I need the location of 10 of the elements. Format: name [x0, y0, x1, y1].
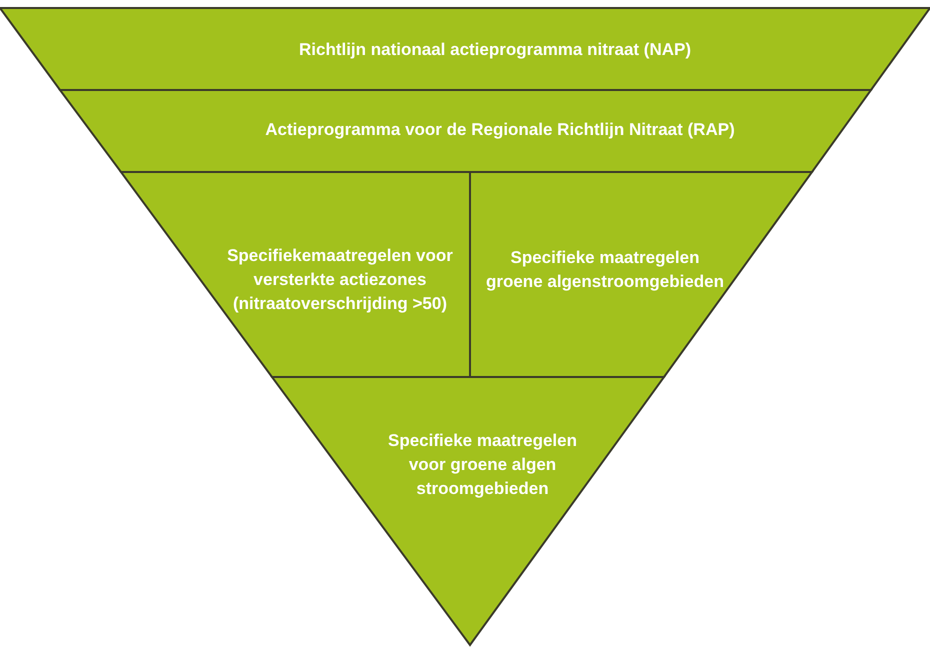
pyramid-tier [0, 8, 930, 90]
pyramid-tier [470, 172, 812, 377]
pyramid-tier [121, 172, 470, 377]
triangle-tier [272, 377, 664, 645]
tier-label: Richtlijn nationaal actieprogramma nitraat (NAP) [298, 38, 691, 61]
pyramid-tier [60, 90, 871, 172]
tier-label: Specifiekemaatregelen voor versterkte actiezones (nitraatoverschrijding >50) [226, 244, 454, 316]
tier-label: Actieprogramma voor de Regionale Richtlijn Nitraat (RAP) [265, 118, 735, 141]
tier-label: Specifieke maatregelen groene algenstroomgebieden [484, 246, 726, 293]
tier-label: Specifieke maatregelen voor groene algen stroomgebieden [387, 430, 578, 500]
